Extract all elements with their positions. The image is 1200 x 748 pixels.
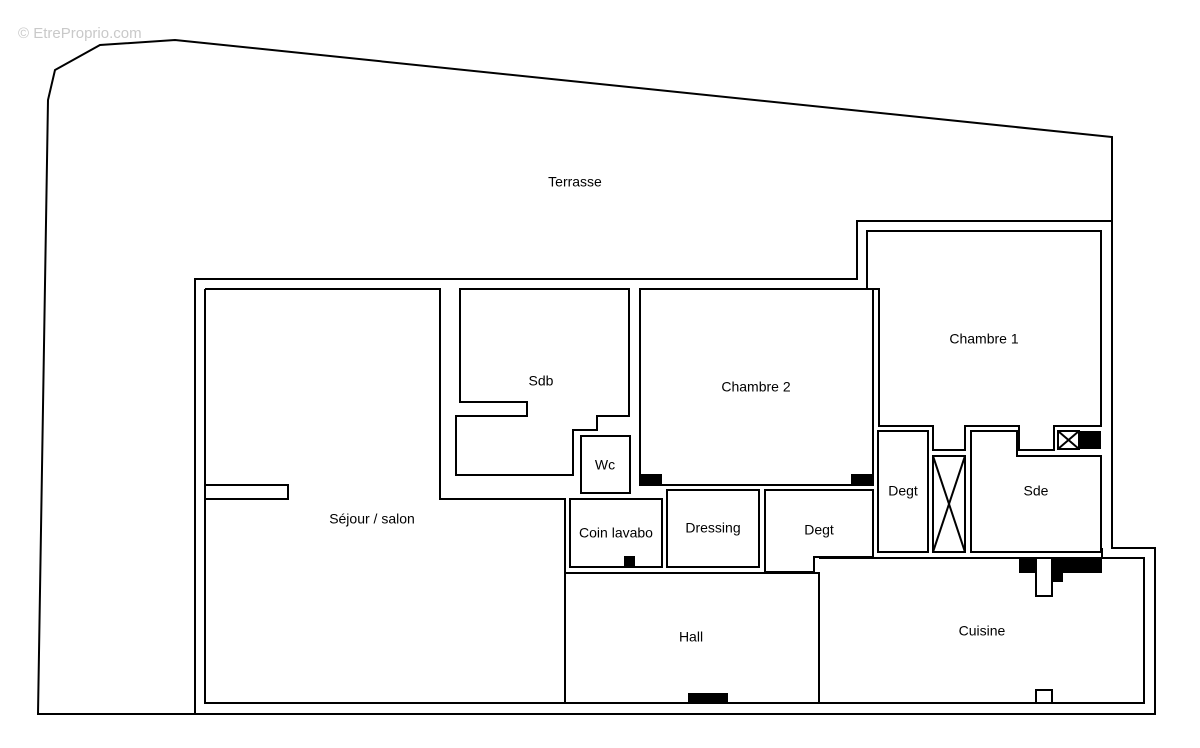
chambre2-walls (639, 288, 874, 486)
wc-walls (580, 435, 631, 494)
label-coin-lavabo: Coin lavabo (579, 525, 653, 541)
label-sejour: Séjour / salon (329, 511, 415, 527)
cuisine-fixture-right (1052, 558, 1102, 582)
terrace-outline (36, 38, 1113, 715)
label-terrasse: Terrasse (548, 174, 602, 190)
chambre1-radiator (1079, 431, 1101, 449)
chambre2-radiator-left (641, 474, 662, 484)
label-sdb: Sdb (529, 373, 554, 389)
cuisine-fixture-left (1019, 558, 1036, 573)
hall-walls (565, 572, 820, 703)
label-degt-right: Degt (888, 483, 918, 499)
label-hall: Hall (679, 629, 703, 645)
shaft-cross (932, 455, 966, 553)
label-wc: Wc (595, 457, 615, 473)
label-cuisine: Cuisine (959, 623, 1006, 639)
sdb-walls (455, 288, 630, 476)
coin-lavabo-sink (624, 556, 635, 567)
label-chambre2: Chambre 2 (721, 379, 790, 395)
coin-lavabo-walls (569, 498, 663, 568)
apartment-inner-wall (204, 289, 1145, 704)
hall-radiator (688, 693, 728, 703)
chambre1-walls (866, 230, 1102, 451)
shaft-walls (932, 455, 966, 553)
label-sde: Sde (1024, 483, 1049, 499)
sejour-walls (205, 288, 566, 703)
label-dressing: Dressing (685, 520, 740, 536)
label-degt-center: Degt (804, 522, 834, 538)
label-chambre1: Chambre 1 (949, 331, 1018, 347)
dressing-walls (666, 489, 760, 568)
chambre1-cabinet-cross (1057, 430, 1080, 450)
watermark: © EtreProprio.com (18, 25, 142, 42)
degt-right-walls (877, 430, 929, 553)
apartment-outer-wall (195, 220, 1156, 715)
sde-walls (970, 430, 1102, 553)
chambre2-radiator-right (851, 474, 872, 484)
